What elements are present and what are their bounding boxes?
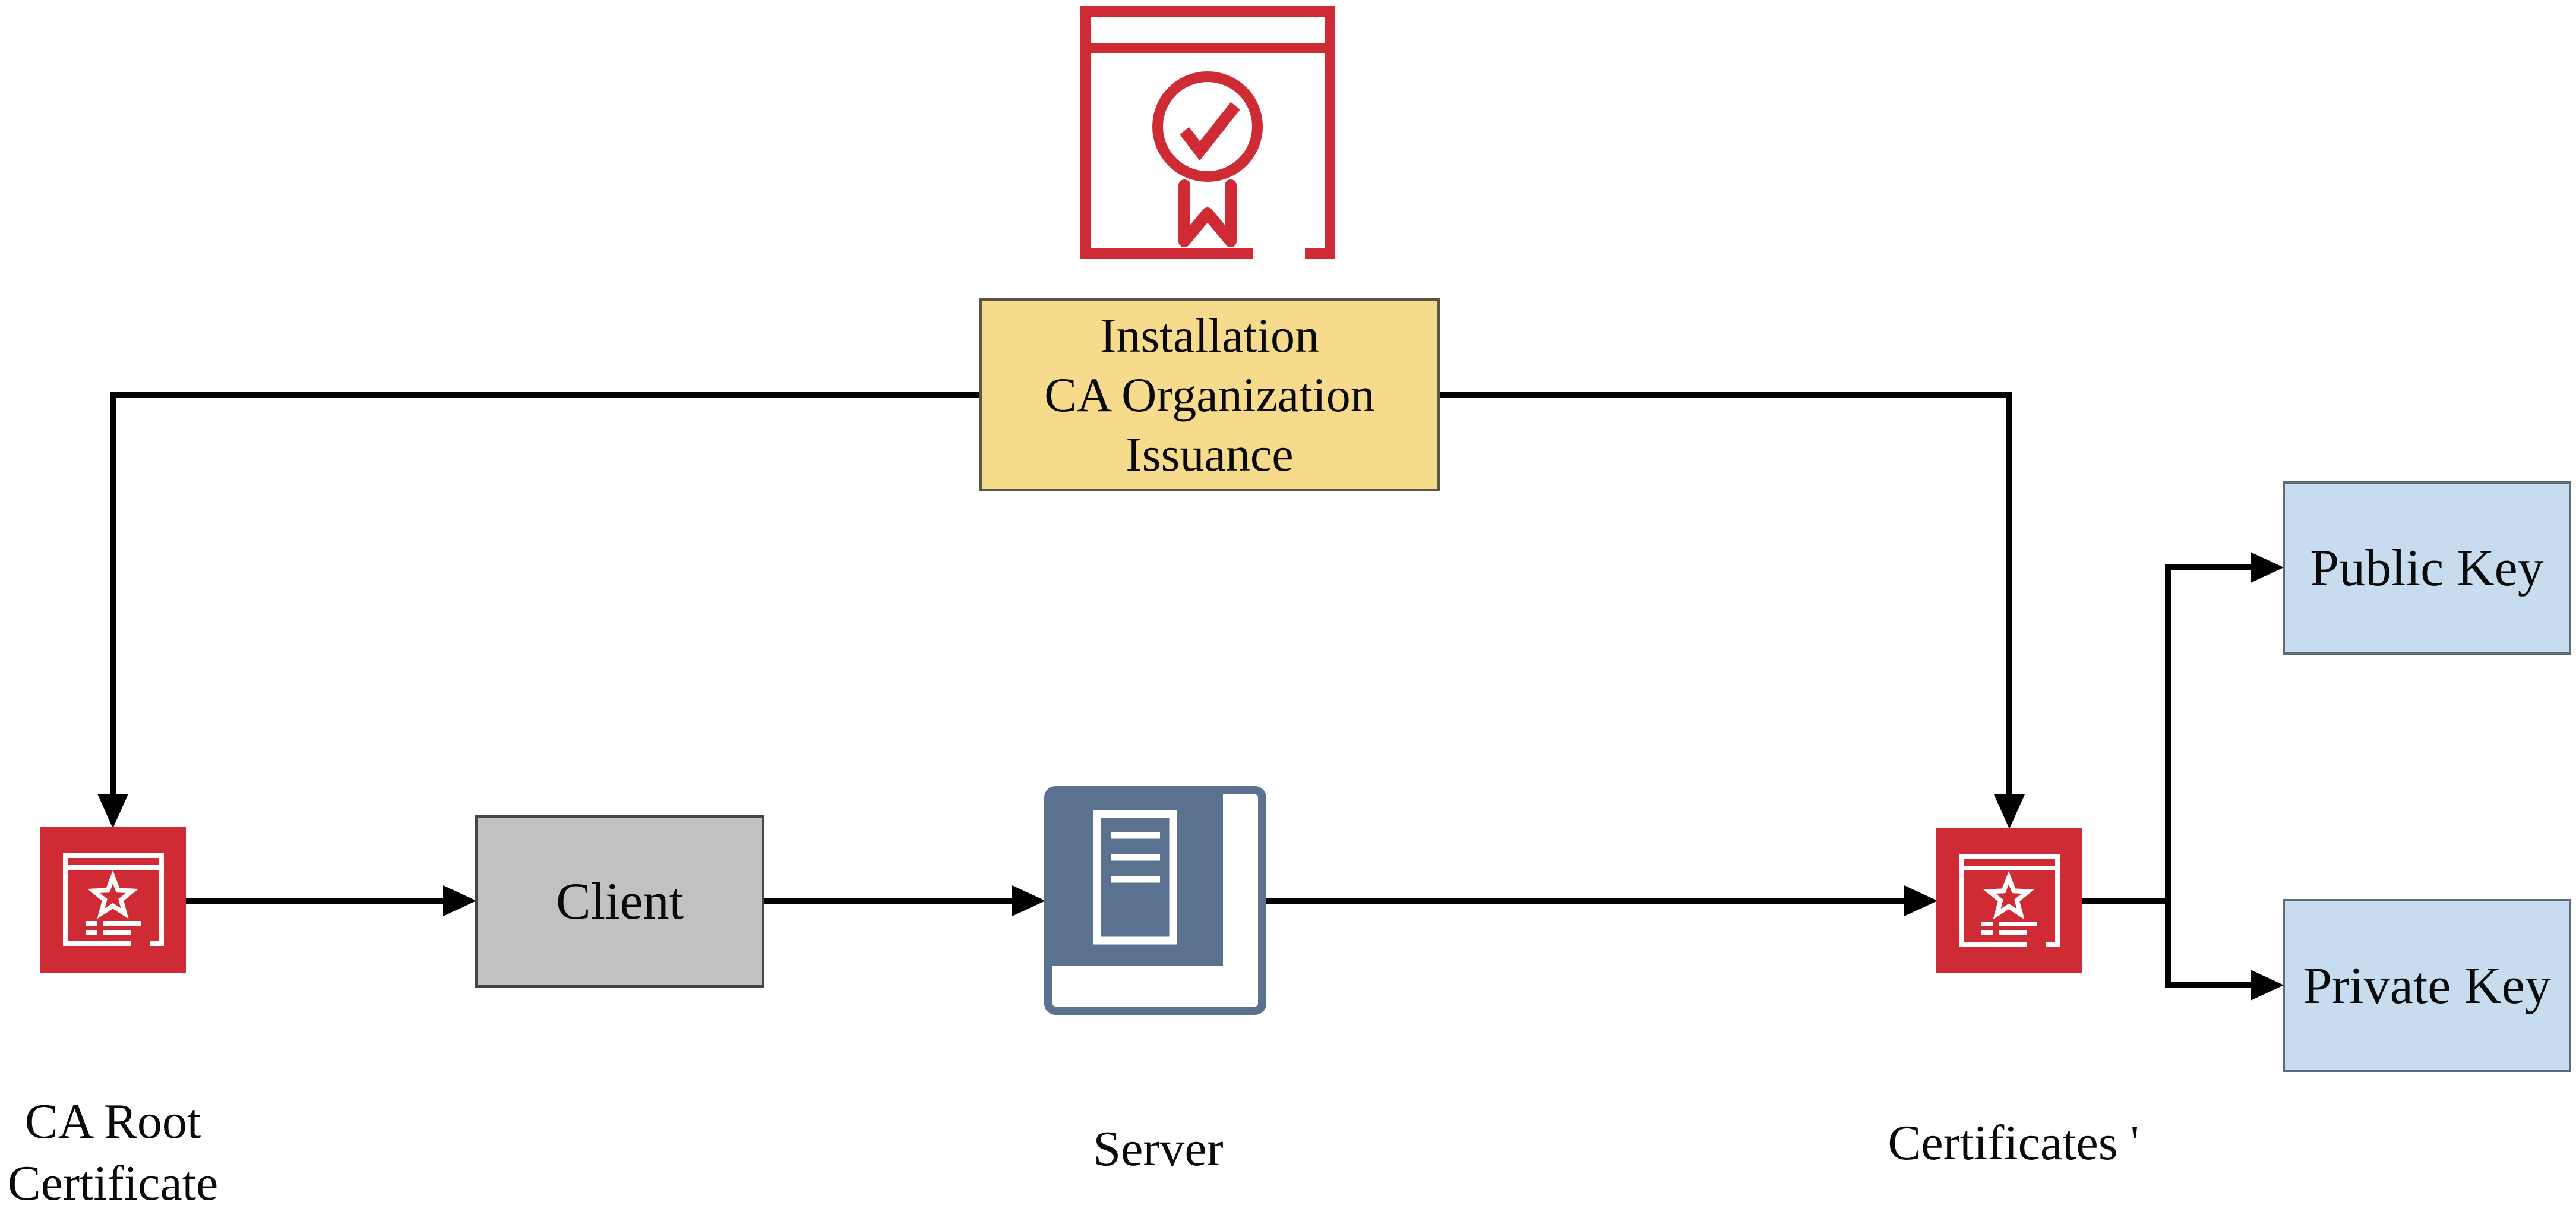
certificates-icon — [1936, 828, 2082, 973]
connector-issuance-to-ca-root — [110, 392, 979, 796]
public-key-label: Public Key — [2310, 539, 2544, 597]
public-key-box: Public Key — [2283, 481, 2571, 655]
client-box: Client — [475, 815, 764, 988]
arrowhead-right-private-key — [2251, 970, 2284, 1001]
arrowhead-right-client — [443, 885, 476, 916]
arrowhead-down-certificates — [1994, 794, 2025, 829]
arrowhead-right-certificates — [1904, 885, 1937, 916]
arrowhead-right-public-key — [2251, 552, 2284, 583]
certificate-badge-icon — [1080, 6, 1335, 259]
private-key-label: Private Key — [2303, 957, 2551, 1015]
connector-issuance-to-certificates — [1440, 392, 2012, 797]
arrowhead-right-server — [1012, 885, 1045, 916]
process-box-line: Issuance — [1126, 427, 1294, 481]
process-box-line: CA Organization — [1044, 367, 1375, 422]
process-box-line: Installation — [1100, 308, 1319, 362]
arrowhead-down-ca-root — [97, 794, 128, 828]
ca-root-label: CA Root Certificate — [7, 1094, 219, 1205]
client-label: Client — [555, 872, 684, 930]
certificates-label: Certificates ' — [1888, 1115, 2139, 1171]
private-key-box: Private Key — [2283, 899, 2571, 1072]
server-label: Server — [1093, 1121, 1224, 1176]
issuance-process-box: Installation CA Organization Issuance — [979, 298, 1440, 491]
server-icon — [1044, 786, 1266, 1015]
ca-root-certificate-icon — [40, 827, 186, 973]
